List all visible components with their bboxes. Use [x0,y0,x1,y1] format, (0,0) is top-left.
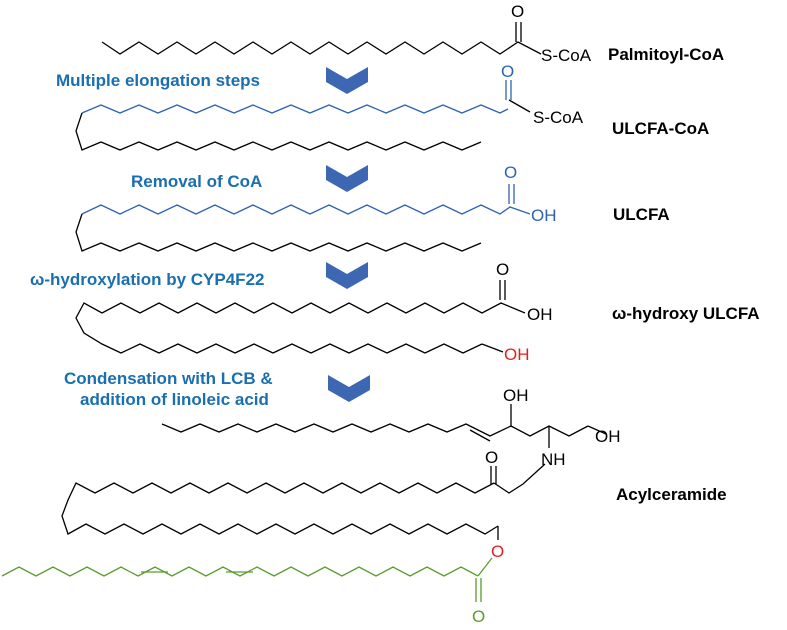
step-hydroxylation-label: ω-hydroxylation by CYP4F22 [30,270,264,289]
hydroxy-ulcfa-oh-bond [481,343,504,353]
ulcfa-carbonyl-o: O [504,163,517,182]
ulcfa-chain-black [75,213,482,252]
ulcfa-chain-blue [81,204,531,215]
palmitoyl-coa-structure: O S-CoA Palmitoyl-CoA [101,2,724,65]
lcb-trans-double-bond [469,429,491,442]
ulcfa-coa-s-coa: S-CoA [533,108,584,127]
palmitoyl-carbonyl-o: O [511,2,524,21]
ulcfa-coa-label: ULCFA-CoA [612,119,709,138]
amide-linker [493,463,546,494]
acylceramide-structure: OH OH NH O O Acylceramide O [1,386,727,626]
palmitoyl-s-coa: S-CoA [541,46,592,65]
hydroxy-ulcfa-structure: O OH OH ω-hydroxy ULCFA [75,260,760,364]
ulcfa-coa-s-bond [508,99,531,113]
step-condensation-line1: Condensation with LCB & [64,369,273,388]
chevron-down-icon [328,375,370,402]
hydroxy-ulcfa-terminal-oh: OH [504,345,530,364]
ulcfa-label: ULCFA [613,205,670,224]
step-condensation-line2: addition of linoleic acid [80,390,269,409]
palmitoyl-coa-label: Palmitoyl-CoA [608,45,724,64]
hydroxy-ulcfa-carbonyl-o: O [496,260,509,279]
acylceramide-oh-top: OH [503,386,529,405]
lcb-chain [161,423,589,437]
lcb-ch2oh-bond [587,425,607,435]
palmitoyl-chain [101,41,542,55]
chevron-down-icon [326,262,368,289]
acylceramide-label: Acylceramide [616,485,727,504]
linoleic-ester-bond [477,557,493,577]
ester-o: O [491,542,504,561]
step-elongation-label: Multiple elongation steps [56,71,260,90]
ulcfa-oh: OH [531,206,557,225]
hydroxy-ulcfa-chain [75,302,526,354]
linoleic-chain [1,566,479,577]
ulcfa-coa-chain-black [75,112,482,151]
acylceramide-nh: NH [541,450,566,469]
ulcfa-coa-structure: O S-CoA ULCFA-CoA [75,62,709,151]
hydroxy-ulcfa-label: ω-hydroxy ULCFA [612,304,760,323]
acylceramide-oh-right: OH [595,427,621,446]
chevron-down-icon [326,165,368,192]
acylceramide-ulc-chain [61,482,499,535]
hydroxy-ulcfa-acid-oh: OH [527,305,553,324]
ulcfa-coa-carbonyl-o: O [501,62,514,81]
chevron-down-icon [326,67,368,94]
step-removal-label: Removal of CoA [131,172,262,191]
linoleic-carbonyl-o: O [472,607,485,626]
amide-carbonyl-o: O [485,448,498,467]
ulcfa-structure: O OH ULCFA [75,163,670,252]
ulcfa-coa-chain-blue [81,104,509,114]
